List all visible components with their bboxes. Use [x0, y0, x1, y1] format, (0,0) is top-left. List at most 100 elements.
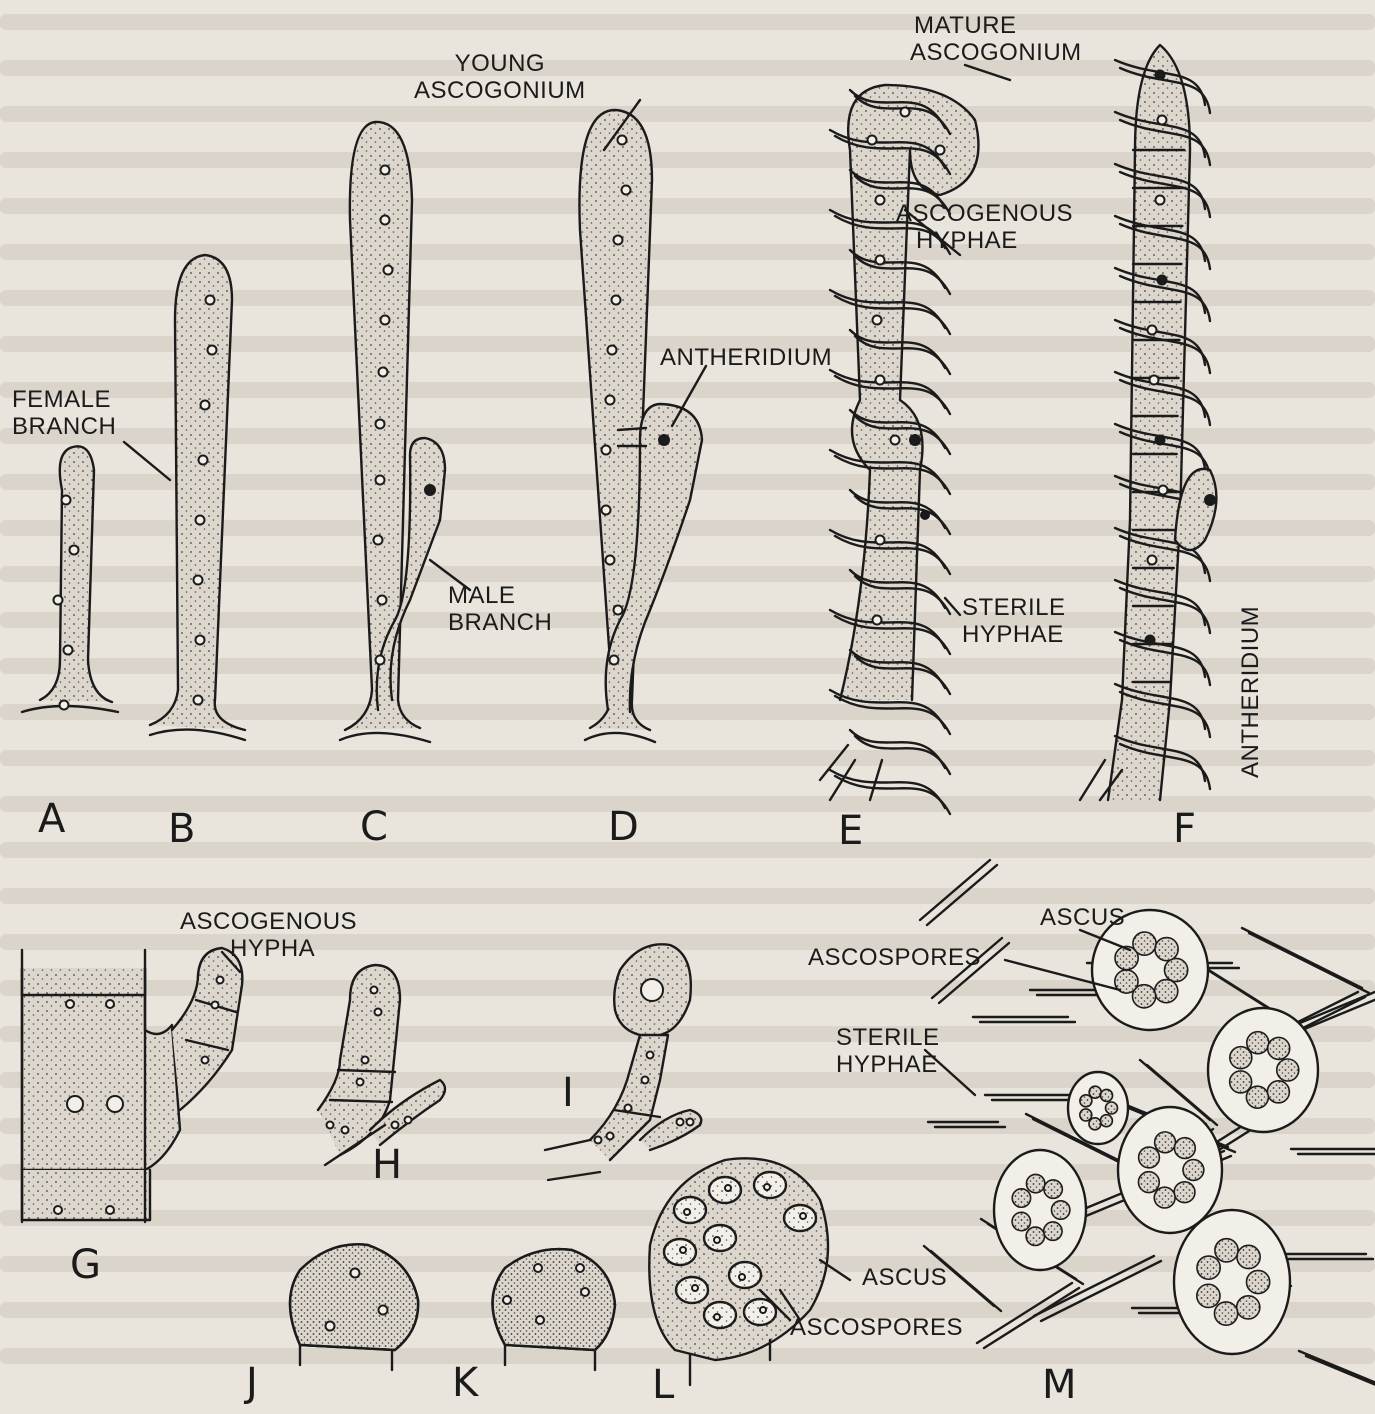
ascogenous-hypha-line1: ASCOGENOUS: [180, 908, 357, 935]
female-branch-line1: FEMALE: [12, 386, 116, 413]
nucleus: [739, 1274, 745, 1280]
panel-letter-i: I: [562, 1072, 574, 1114]
nucleus: [503, 1296, 511, 1304]
ascospore-m-stipple: [1101, 1089, 1113, 1101]
nucleus: [1156, 196, 1165, 205]
substrate-b: [150, 730, 245, 740]
sterile-hypha-m-b: [1306, 1356, 1375, 1414]
ascus-m: [994, 1150, 1086, 1270]
nucleus: [677, 1119, 684, 1126]
nucleus: [201, 401, 210, 410]
sterile-hyphae-m-line1: STERILE: [836, 1024, 940, 1051]
ascogonium-g-middle-cell-stipple: [22, 970, 180, 1170]
nucleus: [196, 516, 205, 525]
ascospore-m-stipple: [1026, 1174, 1044, 1192]
nucleus: [595, 1137, 602, 1144]
nucleus: [873, 616, 882, 625]
nucleus: [376, 476, 385, 485]
nucleus: [614, 236, 623, 245]
substrate-d: [585, 733, 655, 742]
nucleus: [606, 556, 615, 565]
nucleus: [876, 376, 885, 385]
nucleus: [194, 576, 203, 585]
label-male-branch: MALE BRANCH: [448, 582, 552, 636]
label-mature-ascogonium: MATURE ASCOGONIUM: [910, 12, 1082, 66]
bg-text-line: [0, 14, 1375, 30]
ascospore-m-stipple: [1044, 1180, 1062, 1198]
nucleus: [384, 266, 393, 275]
nucleus: [1159, 486, 1168, 495]
ascospore-m-stipple: [1155, 1132, 1176, 1153]
ascospore-m-stipple: [1080, 1109, 1092, 1121]
nucleus: [66, 1000, 74, 1008]
nucleus: [342, 1127, 349, 1134]
nucleus: [357, 1079, 364, 1086]
bg-text-line: [0, 842, 1375, 858]
ascospore-m-stipple: [1237, 1296, 1260, 1319]
ascospore-m-stipple: [1154, 1187, 1175, 1208]
nucleus: [581, 1288, 589, 1296]
ascospore-m-stipple: [1133, 932, 1156, 955]
nucleus: [606, 396, 615, 405]
panel-i-ascus-formation: [545, 944, 701, 1180]
male-branch-line2: BRANCH: [448, 609, 552, 636]
ascogenous-hyphae-line1: ASCOGENOUS: [896, 200, 1073, 227]
ascospore-m-stipple: [1215, 1239, 1238, 1262]
nucleus: [381, 316, 390, 325]
nucleus: [106, 1206, 114, 1214]
nucleus: [351, 1269, 360, 1278]
nucleus: [371, 987, 378, 994]
nucleus: [1158, 116, 1167, 125]
ascospore-m-stipple: [1044, 1222, 1062, 1240]
nucleus: [714, 1237, 720, 1243]
ascospore-m-stipple: [1012, 1212, 1030, 1230]
nucleus: [379, 368, 388, 377]
ascospore-m-stipple: [1139, 1147, 1160, 1168]
nucleus: [1148, 326, 1157, 335]
panel-letter-c: C: [360, 806, 388, 848]
nucleus: [362, 1057, 369, 1064]
nucleus: [602, 506, 611, 515]
nucleus: [800, 1213, 806, 1219]
young-ascogonium-line2: ASCOGONIUM: [414, 77, 586, 104]
ascospore-m-stipple: [1247, 1270, 1270, 1293]
ascospore-m-stipple: [1230, 1071, 1252, 1093]
bg-text-line: [0, 796, 1375, 812]
ascospore-m-stipple: [1174, 1138, 1195, 1159]
nucleus: [60, 701, 69, 710]
mature-ascogonium-line1: MATURE: [910, 12, 1082, 39]
mature-ascogonium-line2: ASCOGONIUM: [910, 39, 1082, 66]
ascospore-m-stipple: [1138, 1172, 1159, 1193]
label-ascus-l: ASCUS: [862, 1264, 947, 1291]
ascogenous-hyphae-line2: HYPHAE: [896, 227, 1073, 254]
nucleus: [764, 1184, 770, 1190]
ascospore-m-stipple: [1012, 1189, 1030, 1207]
nucleus-dark: [425, 485, 435, 495]
nucleus: [641, 979, 663, 1001]
nucleus: [610, 656, 619, 665]
male-branch-line1: MALE: [448, 582, 552, 609]
ascospore-m-stipple: [1155, 980, 1178, 1003]
nucleus: [614, 606, 623, 615]
label-ascogenous-hyphae: ASCOGENOUS HYPHAE: [896, 200, 1073, 254]
nucleus: [379, 1306, 388, 1315]
nucleus: [876, 196, 885, 205]
nucleus: [760, 1307, 766, 1313]
nucleus: [199, 456, 208, 465]
nucleus-dark: [1156, 71, 1165, 80]
nucleus: [576, 1264, 584, 1272]
nucleus: [376, 420, 385, 429]
nucleus-dark: [1146, 636, 1155, 645]
label-sterile-hyphae-e: STERILE HYPHAE: [962, 594, 1066, 648]
nucleus: [106, 1000, 114, 1008]
ascus-m: [1174, 1210, 1290, 1354]
nucleus: [714, 1314, 720, 1320]
nucleus: [194, 696, 203, 705]
panel-letter-b: B: [168, 808, 195, 850]
nucleus: [692, 1285, 698, 1291]
label-female-branch: FEMALE BRANCH: [12, 386, 116, 440]
nucleus: [67, 1096, 83, 1112]
nucleus: [622, 186, 631, 195]
ascospore-m-stipple: [1214, 1302, 1237, 1325]
nucleus: [891, 436, 900, 445]
